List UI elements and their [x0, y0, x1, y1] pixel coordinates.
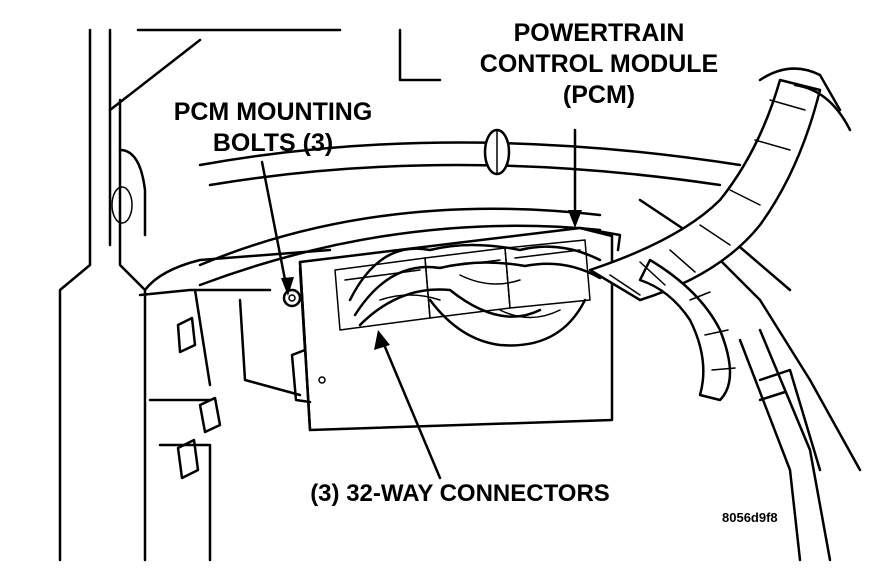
pcm-module-label-line3: (PCM): [562, 81, 636, 109]
connectors-label: (3) 32-WAY CONNECTORS: [310, 480, 610, 507]
mounting-bolts-label-line1: PCM MOUNTING: [173, 98, 373, 126]
bolt-icon: [282, 288, 302, 308]
harness-illustration: [348, 67, 852, 472]
pcm-module-label: POWERTRAIN CONTROL MODULE (PCM): [468, 18, 730, 111]
leader-bolts: [260, 160, 289, 292]
mounting-bolts-label-line2: BOLTS (3): [212, 129, 334, 157]
arrowhead-bolts: [281, 277, 294, 296]
leader-lines: [260, 128, 582, 480]
pcm-module-label-line2: CONTROL MODULE: [479, 50, 719, 78]
pcm-module-illustration: [290, 226, 622, 432]
leader-connectors: [378, 333, 442, 480]
mounting-bolts-label: PCM MOUNTING BOLTS (3): [148, 97, 398, 159]
arrowhead-pcm: [568, 210, 582, 228]
pcm-module-label-line1: POWERTRAIN: [513, 19, 685, 47]
arrowhead-connectors: [374, 330, 390, 350]
figure-id: 8056d9f8: [722, 510, 778, 525]
vehicle-body-panel: [58, 28, 862, 562]
